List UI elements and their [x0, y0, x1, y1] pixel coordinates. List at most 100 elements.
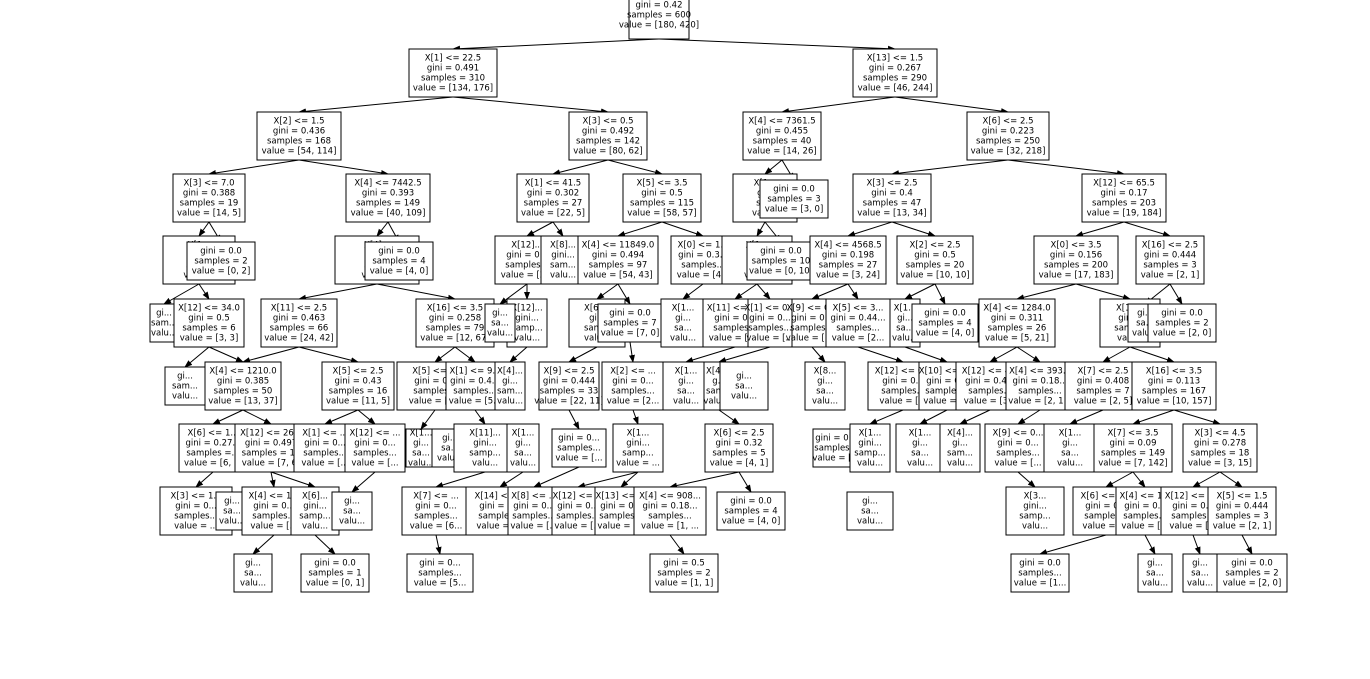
tree-node-label: X[8]... [550, 241, 576, 251]
tree-node-label: gi... [156, 309, 172, 319]
tree-node-label: sa... [735, 382, 753, 392]
tree-node-label: samples = 33 [540, 387, 599, 397]
tree-node-box [538, 361, 600, 411]
tree-node-label: gini = 0... [513, 502, 555, 512]
tree-edge [270, 471, 316, 488]
tree-node-label: X[3] <= 7.0 [183, 179, 234, 189]
tree-node-label: X[5] <= 3... [832, 304, 883, 314]
tree-node-label: X[13] <= 1.5 [867, 54, 923, 64]
tree-node-label: gini = 0.4 [871, 189, 913, 199]
tree-node: X[8] <= ...gini = 0...samples...value = … [507, 486, 561, 536]
tree-node-box [896, 235, 974, 285]
tree-edge [628, 341, 635, 363]
tree-node-label: samples... [836, 324, 879, 334]
tree-node-label: X[4]... [497, 367, 523, 377]
tree-node-label: valu... [497, 397, 523, 407]
tree-node-box [506, 423, 540, 473]
tree-edge [869, 409, 904, 425]
tree-node-label: gi... [413, 439, 429, 449]
tree-node: X[12] <= ...gini = 0...samples...value =… [344, 423, 406, 473]
tree-edge [298, 283, 378, 301]
tree-node-box [1064, 361, 1142, 411]
tree-node-label: sam... [706, 387, 732, 397]
tree-node-label: gi... [817, 377, 833, 387]
tree-node-label: X[12] <= ... [552, 492, 603, 502]
tree-edge [357, 409, 376, 425]
tree-node-label: samples = 5 [712, 449, 765, 459]
tree-node-label: X[5] <= 3.5 [636, 179, 687, 189]
tree-edge [474, 409, 486, 425]
tree-node-label: samples... [453, 387, 496, 397]
tree-node-label: samples = 3 [1215, 512, 1268, 522]
tree-node-box [966, 111, 1050, 161]
tree-node-box [1033, 235, 1119, 285]
tree-node-label: valu... [302, 522, 328, 532]
tree-edge [208, 346, 244, 363]
tree-edge [269, 471, 276, 488]
tree-node-box [290, 486, 340, 536]
tree-node-label: samples... [252, 512, 295, 522]
tree-edge [452, 38, 660, 52]
tree-node-label: gini = 0... [882, 377, 924, 387]
tree-node: X[9] <= 0...gini = 0...samples...value =… [984, 423, 1052, 473]
tree-edge [435, 471, 486, 488]
tree-edge [212, 409, 244, 425]
tree-node-label: samp... [854, 449, 885, 459]
tree-node-box [1131, 361, 1217, 411]
tree-node: gi...sa...valu... [331, 491, 373, 531]
tree-node-label: X[4] <= 393... [1009, 367, 1071, 377]
tree-node-label: X[6]... [584, 304, 610, 314]
tree-node-label: gini... [858, 439, 882, 449]
tree-node-label: gi... [675, 314, 691, 324]
tree-node-label: samples = 2 [194, 257, 247, 267]
tree-node-label: value = [... [597, 522, 644, 532]
tree-node-label: gini = 0.491 [427, 64, 479, 74]
tree-node-label: gini = 0... [749, 314, 791, 324]
tree-node-label: value = [46, 244] [858, 84, 933, 94]
tree-edge [252, 534, 275, 555]
tree-node-label: gi... [245, 559, 261, 569]
tree-node-label: valu... [550, 271, 576, 281]
tree-node-label: samples... [512, 512, 555, 522]
tree-edge [669, 534, 685, 555]
tree-node-label: gini = 0... [1085, 502, 1127, 512]
tree-edge [1192, 534, 1201, 555]
tree-node-box [551, 428, 607, 468]
tree-node-box [507, 486, 561, 536]
tree-node-label: value = ... [174, 522, 218, 532]
tree-node-box [895, 423, 945, 473]
tree-node-label: X[11]... [469, 429, 500, 439]
tree-node-label: sa... [1136, 319, 1154, 329]
tree-node: X[4] <= 908...gini = 0.18...samples...va… [633, 486, 707, 536]
tree-node-label: samples =... [186, 449, 239, 459]
tree-node-label: samples = 66 [270, 324, 329, 334]
tree-node-label: sam... [550, 261, 576, 271]
tree-node-label: samples... [1018, 387, 1061, 397]
tree-edge [1017, 471, 1036, 488]
tree-edge [298, 96, 454, 115]
tree-node-label: sa... [223, 507, 241, 517]
tree-node-label: value = [1... [786, 334, 839, 344]
tree-node-label: X[4] <= 1210.0 [209, 367, 276, 377]
tree-node-label: sam... [584, 324, 610, 334]
tree-node-label: X[6]... [302, 492, 328, 502]
tree-edge [376, 221, 389, 237]
tree-node-label: valu... [151, 329, 177, 339]
tree-edge [1039, 534, 1107, 555]
tree-node-label: valu... [472, 459, 498, 469]
tree-node-label: value = [0, 10] [749, 267, 813, 277]
tree-node-label: X[4]... [706, 367, 732, 377]
tree-node-label: gini = 0... [558, 434, 600, 444]
tree-node: X[3...gini...samp...valu... [1005, 486, 1065, 536]
tree-edge [1169, 283, 1183, 305]
tree-node-label: X[0] <= 1... [677, 241, 728, 251]
tree-node-label: gini = 0.385 [217, 377, 269, 387]
tree-node-label: value = [... [250, 522, 297, 532]
tree-node-label: value = [... [555, 454, 602, 464]
tree-node-box [704, 423, 774, 473]
tree-node-label: samples... [648, 512, 691, 522]
